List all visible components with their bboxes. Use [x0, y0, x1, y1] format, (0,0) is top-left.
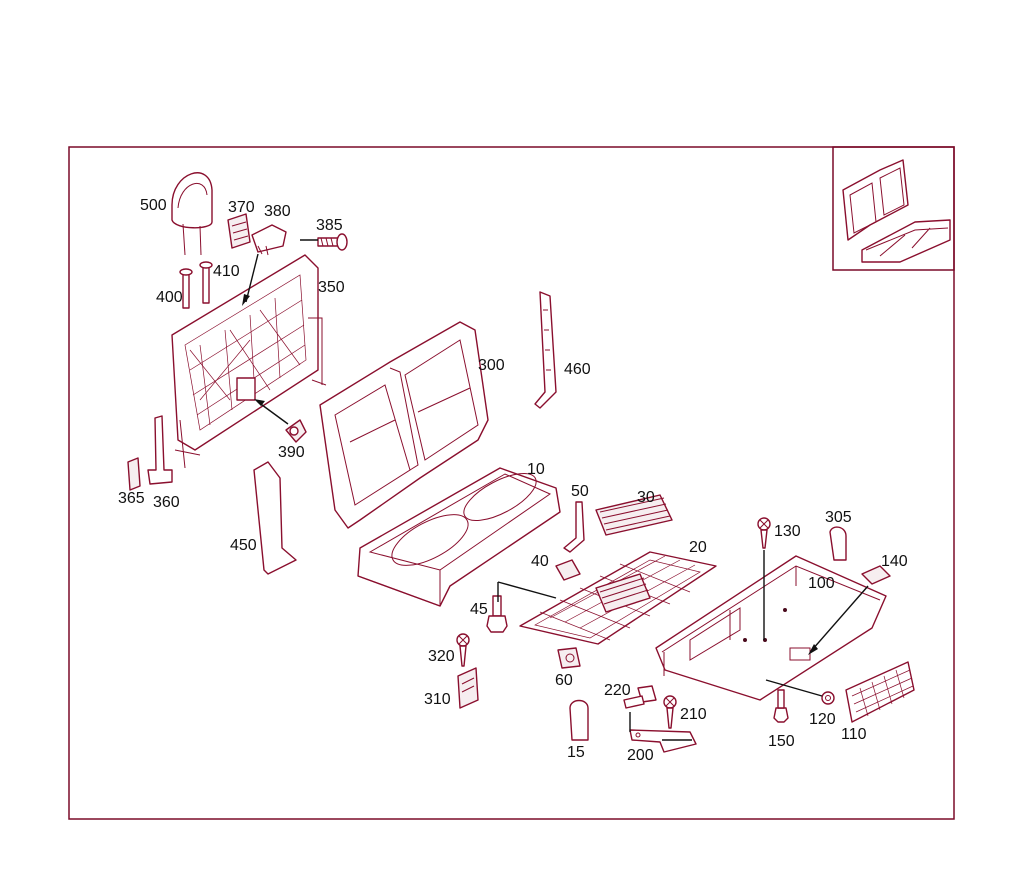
callout-140: 140: [881, 553, 908, 570]
callout-320: 320: [428, 648, 455, 665]
bumper-60[interactable]: [557, 647, 581, 669]
callout-310: 310: [424, 691, 451, 708]
backrest-cushion-300[interactable]: [319, 321, 489, 529]
side-trim-460[interactable]: [534, 291, 557, 409]
latch-140[interactable]: [861, 565, 891, 585]
callout-45: 45: [470, 601, 488, 618]
callout-labels: 500 370 380 385 410 400 350 390 365 360 …: [118, 197, 908, 764]
callout-390: 390: [278, 444, 305, 461]
callout-130: 130: [774, 523, 801, 540]
leader-lines: [242, 239, 869, 741]
diagram-frame: [68, 146, 955, 820]
callout-20: 20: [689, 539, 707, 556]
bracket-200[interactable]: [629, 729, 697, 753]
callout-110: 110: [841, 726, 867, 743]
callout-120: 120: [809, 711, 836, 728]
callout-380: 380: [264, 203, 291, 220]
callout-40: 40: [531, 553, 549, 570]
callout-200: 200: [627, 747, 654, 764]
cover-380[interactable]: [251, 224, 287, 256]
headrest-500[interactable]: [171, 172, 213, 256]
seat-cushion-10[interactable]: [357, 464, 561, 607]
callout-30: 30: [637, 489, 655, 506]
latch-40[interactable]: [555, 559, 581, 581]
callout-400: 400: [156, 289, 183, 306]
floor-tray-100[interactable]: [655, 555, 887, 701]
callout-210: 210: [680, 706, 707, 723]
callout-370: 370: [228, 199, 255, 216]
callout-150: 150: [768, 733, 795, 750]
knob-390[interactable]: [285, 419, 307, 443]
callout-10: 10: [527, 461, 545, 478]
bolt-220[interactable]: [623, 685, 657, 709]
callout-350: 350: [318, 279, 345, 296]
screw-210[interactable]: [663, 695, 677, 729]
bolt-45[interactable]: [486, 595, 508, 633]
callout-60: 60: [555, 672, 573, 689]
callout-365: 365: [118, 490, 145, 507]
callout-450: 450: [230, 537, 257, 554]
callout-305: 305: [825, 509, 852, 526]
screw-385[interactable]: [317, 233, 348, 251]
hook-15[interactable]: [569, 699, 589, 741]
guide-sleeves-400-410[interactable]: [179, 261, 213, 309]
backrest-frame-350[interactable]: [171, 254, 327, 469]
net-110[interactable]: [845, 661, 915, 723]
clip-305[interactable]: [829, 526, 847, 561]
screw-130[interactable]: [757, 517, 771, 549]
callout-385: 385: [316, 217, 343, 234]
callout-460: 460: [564, 361, 591, 378]
screw-320[interactable]: [456, 633, 470, 667]
clamp-310[interactable]: [457, 667, 479, 709]
module-30[interactable]: [595, 494, 673, 536]
bolt-150[interactable]: [773, 689, 789, 723]
callout-50: 50: [571, 483, 589, 500]
callout-500: 500: [140, 197, 167, 214]
strap-50[interactable]: [563, 501, 585, 553]
callout-300: 300: [478, 357, 505, 374]
callout-410: 410: [213, 263, 240, 280]
brackets-365-360[interactable]: [127, 415, 173, 491]
callout-15: 15: [567, 744, 585, 761]
side-trim-450[interactable]: [253, 461, 297, 575]
callout-220: 220: [604, 682, 631, 699]
overview-thumbnail: [832, 146, 955, 271]
seat-frame-20[interactable]: [519, 551, 717, 645]
callout-100: 100: [808, 575, 835, 592]
callout-360: 360: [153, 494, 180, 511]
nut-120[interactable]: [821, 691, 835, 705]
clip-370[interactable]: [227, 213, 251, 249]
